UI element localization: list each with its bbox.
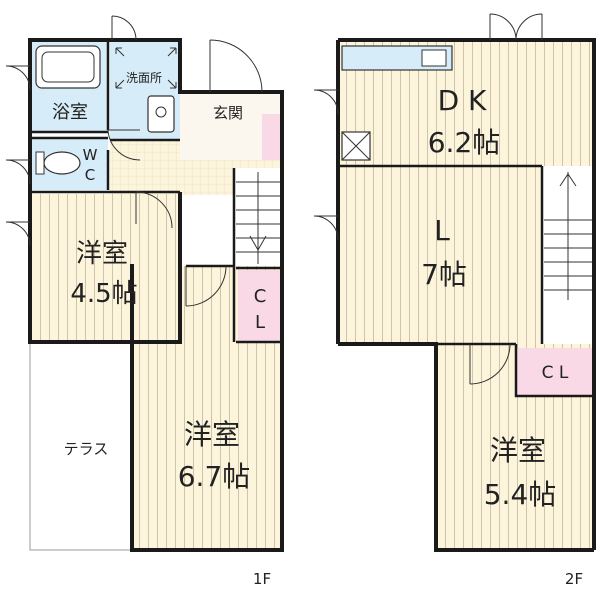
walls-2f — [336, 38, 596, 552]
room-b-size: 6.7帖 — [178, 460, 251, 493]
room-2f-size: 5.4帖 — [484, 478, 557, 511]
dk-size: 6.2帖 — [428, 126, 501, 159]
stairs-1f — [234, 168, 284, 266]
washroom-label: 洗面所 — [126, 71, 162, 85]
wc-label-w: W — [83, 146, 98, 164]
wash-basin — [147, 95, 175, 133]
bathtub — [35, 45, 101, 89]
stair-treads-1f — [236, 172, 282, 264]
entrance-label: 玄関 — [213, 104, 243, 122]
closet-label-l: L — [255, 312, 265, 333]
toilet-tank — [35, 151, 45, 175]
terrace-area — [29, 341, 133, 551]
doors-2f — [313, 13, 543, 385]
dk-name: D K — [438, 84, 487, 117]
room-2f-name: 洋室 — [490, 434, 546, 467]
living-floor — [338, 166, 542, 344]
doors-1f — [5, 15, 263, 307]
walls-1f — [28, 38, 284, 552]
living-name: L — [434, 214, 450, 247]
floor-2-label: 2F — [565, 570, 583, 588]
terrace-label: テラス — [64, 440, 109, 458]
closet-label-c: C — [254, 286, 267, 307]
closet-2f — [516, 348, 594, 396]
partitions-1f — [30, 40, 282, 344]
basin-drain — [155, 106, 167, 118]
partitions-2f — [338, 164, 594, 398]
toilet-icon — [43, 151, 81, 175]
bath-label: 浴室 — [52, 102, 88, 123]
bathtub-inner — [41, 51, 95, 83]
room-b-name: 洋室 — [184, 418, 240, 451]
room-a-size: 4.5帖 — [70, 279, 137, 309]
storage-box-cross — [341, 131, 371, 161]
room-a-name: 洋室 — [76, 239, 128, 269]
closet-1f — [238, 270, 284, 342]
wc-label-c: C — [85, 166, 95, 184]
floor-1: 浴室 洗面所 玄関 W C 洋室 4.5帖 C L 洋室 6.7帖 テラス 1F — [5, 15, 284, 588]
floor-1-label: 1F — [253, 570, 271, 588]
washing-machine-icon — [115, 47, 177, 89]
closet-2f-label: C L — [542, 363, 569, 383]
stair-treads-2f — [544, 172, 592, 300]
entrance-closet — [262, 114, 282, 160]
floor-2: D K 6.2帖 L 7帖 C L 洋室 5.4帖 2F — [313, 13, 596, 588]
kitchen-sink — [421, 49, 447, 67]
living-size: 7帖 — [421, 258, 467, 291]
